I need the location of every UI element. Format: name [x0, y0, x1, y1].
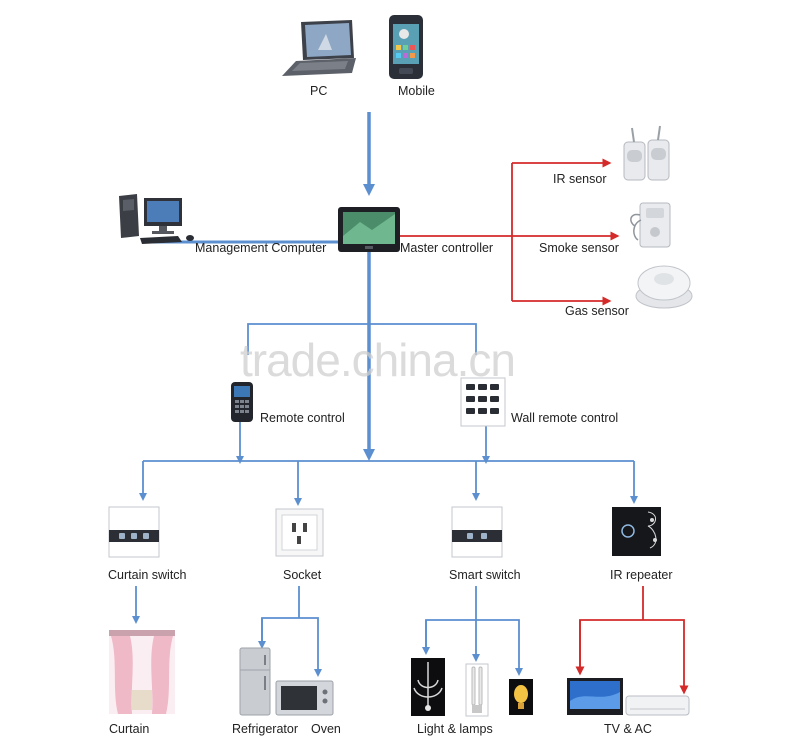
curtain-switch-label: Curtain switch: [108, 568, 187, 582]
refrigerator-label: Refrigerator: [232, 722, 298, 736]
socket-icon: [275, 508, 324, 557]
smoke-sensor-label: Smoke sensor: [539, 241, 619, 255]
gas-sensor-icon: [635, 265, 693, 309]
gas-sensor-label: Gas sensor: [565, 304, 629, 318]
ir-sensor-label: IR sensor: [553, 172, 607, 186]
tv-ac-icon: [567, 678, 690, 716]
device-distribution-lines: [139, 460, 638, 506]
laptop-icon: [282, 20, 356, 76]
wall-remote-control-icon: [460, 377, 506, 427]
light-lamps-label: Light & lamps: [417, 722, 493, 736]
smoke-sensor-icon: [630, 202, 671, 248]
wall-remote-control-label: Wall remote control: [511, 411, 619, 425]
oven-icon: [275, 680, 334, 716]
remote-control-label: Remote control: [260, 411, 345, 425]
remote-branch-lines: [236, 323, 490, 464]
curtain-label: Curtain: [109, 722, 150, 736]
master-controller-label: Master controller: [400, 241, 494, 255]
ir-repeater-label: IR repeater: [610, 568, 673, 582]
mobile-phone-icon: [389, 15, 423, 79]
smart-switch-icon: [451, 506, 503, 558]
smart-switch-label: Smart switch: [449, 568, 521, 582]
oven-label: Oven: [311, 722, 341, 736]
ir-repeater-icon: [612, 507, 661, 556]
watermark: trade.china.cn: [240, 334, 516, 386]
lamps-icon: [411, 658, 533, 717]
ir-repeater-lines: [575, 586, 689, 695]
ir-sensor-icon: [623, 125, 670, 181]
socket-appliance-lines: [258, 586, 322, 677]
pc-label: PC: [310, 84, 328, 98]
curtain-icon: [109, 630, 175, 714]
remote-control-icon: [231, 382, 253, 422]
socket-label: Socket: [283, 568, 322, 582]
sensor-lines: [400, 158, 620, 306]
master-controller-icon: [338, 207, 400, 252]
curtain-switch-icon: [108, 506, 160, 558]
tv-ac-label: TV & AC: [604, 722, 652, 736]
desktop-computer-icon: [119, 194, 194, 244]
smart-switch-lamp-lines: [422, 586, 523, 676]
management-computer-label: Management Computer: [195, 241, 327, 255]
refrigerator-icon: [239, 647, 271, 716]
mobile-label: Mobile: [398, 84, 435, 98]
